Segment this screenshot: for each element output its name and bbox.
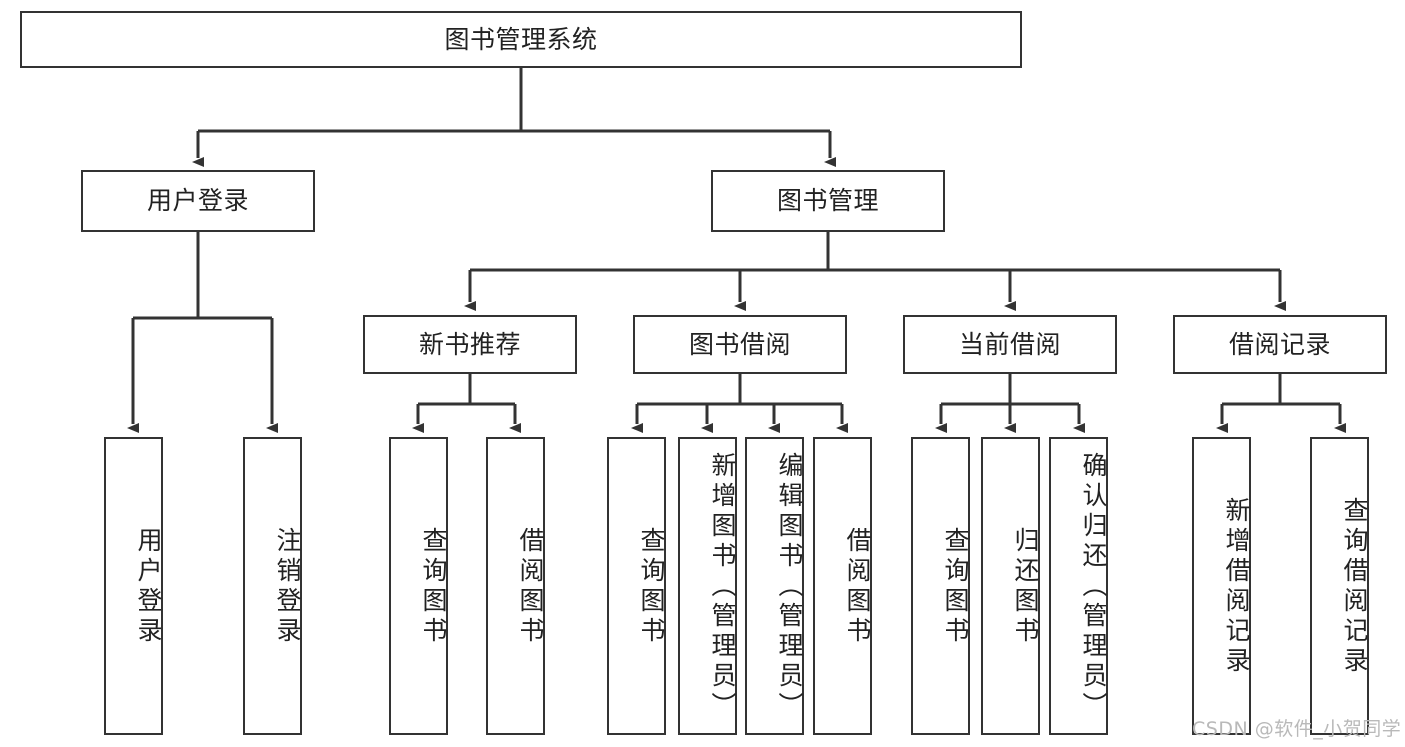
leaf-add-book-admin[interactable]: 新增图书（管理员） [678, 437, 737, 735]
node-label: 图书管理系统 [444, 24, 598, 54]
node-label: 用户登录 [134, 527, 163, 647]
node-label: 图书借阅 [688, 329, 791, 359]
node-label: 图书管理 [776, 186, 879, 216]
leaf-user-login[interactable]: 用户登录 [104, 437, 163, 735]
node-label: 查询图书 [637, 527, 666, 647]
node-label: 借阅图书 [516, 527, 545, 647]
node-label: 借阅记录 [1228, 329, 1331, 359]
node-label: 查询图书 [419, 527, 448, 647]
node-label: 归还图书 [1011, 527, 1040, 647]
leaf-borrow-book[interactable]: 借阅图书 [813, 437, 872, 735]
node-label: 借阅图书 [843, 527, 872, 647]
leaf-query-borrow-record[interactable]: 查询借阅记录 [1310, 437, 1369, 735]
node-label: 查询图书 [941, 527, 970, 647]
leaf-edit-book-admin[interactable]: 编辑图书（管理员） [745, 437, 804, 735]
leaf-query-book-recommend[interactable]: 查询图书 [389, 437, 448, 735]
node-current-borrow[interactable]: 当前借阅 [903, 315, 1117, 374]
node-label: 注销登录 [273, 527, 302, 647]
node-book-borrow[interactable]: 图书借阅 [633, 315, 847, 374]
leaf-add-borrow-record[interactable]: 新增借阅记录 [1192, 437, 1251, 735]
node-label: 当前借阅 [958, 329, 1061, 359]
node-label: 确认归还（管理员） [1079, 452, 1108, 722]
node-label: 新增借阅记录 [1222, 497, 1251, 677]
leaf-query-book-current[interactable]: 查询图书 [911, 437, 970, 735]
leaf-query-book-borrow[interactable]: 查询图书 [607, 437, 666, 735]
leaf-confirm-return-admin[interactable]: 确认归还（管理员） [1049, 437, 1108, 735]
leaf-logout-login[interactable]: 注销登录 [243, 437, 302, 735]
node-label: 查询借阅记录 [1340, 497, 1369, 677]
node-label: 新书推荐 [418, 329, 521, 359]
node-new-book-recommend[interactable]: 新书推荐 [363, 315, 577, 374]
csdn-watermark: CSDN @软件_小贺同学 [1192, 718, 1402, 740]
node-label: 用户登录 [146, 186, 249, 216]
leaf-return-book[interactable]: 归还图书 [981, 437, 1040, 735]
node-borrow-record[interactable]: 借阅记录 [1173, 315, 1387, 374]
leaf-borrow-book-recommend[interactable]: 借阅图书 [486, 437, 545, 735]
node-label: 新增图书（管理员） [708, 452, 737, 722]
node-book-management-system[interactable]: 图书管理系统 [20, 11, 1022, 68]
node-label: 编辑图书（管理员） [775, 452, 804, 722]
node-book-manage[interactable]: 图书管理 [711, 170, 945, 232]
node-user-login[interactable]: 用户登录 [81, 170, 315, 232]
